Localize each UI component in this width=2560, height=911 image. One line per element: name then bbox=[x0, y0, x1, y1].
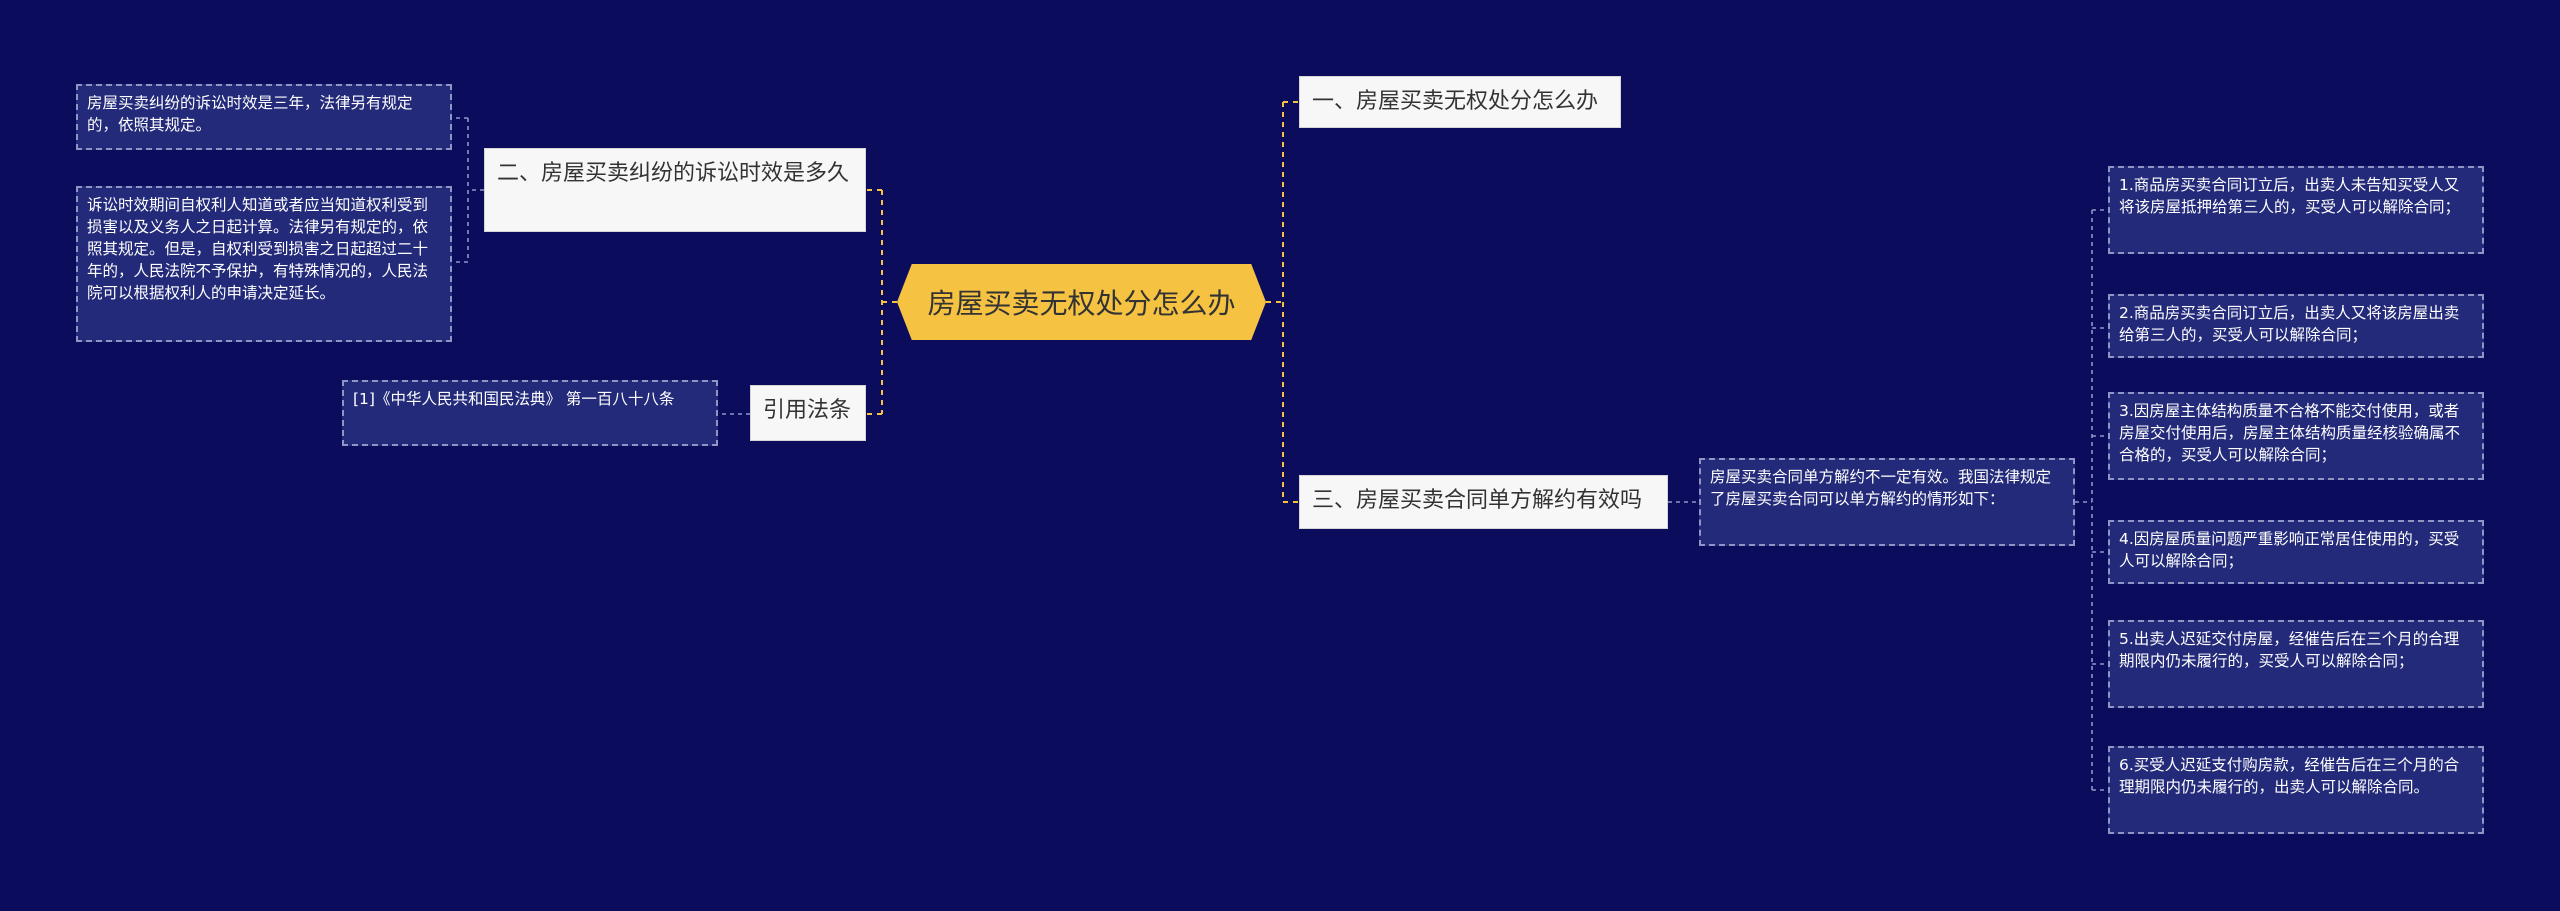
branch-one-label: 一、房屋买卖无权处分怎么办 bbox=[1312, 89, 1599, 114]
branch-three-label: 三、房屋买卖合同单方解约有效吗 bbox=[1312, 488, 1643, 513]
list-item-text: 6.买受人迟延支付购房款，经催告后在三个月的合理期限内仍未履行的，出卖人可以解除… bbox=[2119, 756, 2460, 796]
list-item[interactable]: 4.因房屋质量问题严重影响正常居住使用的，买受人可以解除合同； bbox=[2108, 520, 2484, 584]
branch-node-two[interactable]: 二、房屋买卖纠纷的诉讼时效是多久 bbox=[484, 148, 866, 232]
root-node[interactable]: 房屋买卖无权处分怎么办 bbox=[897, 264, 1266, 340]
summary-text: 房屋买卖合同单方解约不一定有效。我国法律规定了房屋买卖合同可以单方解约的情形如下… bbox=[1710, 468, 2052, 508]
list-item-text: 房屋买卖纠纷的诉讼时效是三年，法律另有规定的，依照其规定。 bbox=[87, 94, 413, 134]
list-item[interactable]: 5.出卖人迟延交付房屋，经催告后在三个月的合理期限内仍未履行的，买受人可以解除合… bbox=[2108, 620, 2484, 708]
branch-two-label: 二、房屋买卖纠纷的诉讼时效是多久 bbox=[497, 161, 850, 186]
citation-leaf[interactable]: [1]《中华人民共和国民法典》 第一百八十八条 bbox=[342, 380, 718, 446]
list-item-text: 4.因房屋质量问题严重影响正常居住使用的，买受人可以解除合同； bbox=[2119, 530, 2460, 570]
branch-node-citation[interactable]: 引用法条 bbox=[750, 385, 866, 441]
root-label: 房屋买卖无权处分怎么办 bbox=[927, 287, 1236, 320]
list-item-text: 诉讼时效期间自权利人知道或者应当知道权利受到损害以及义务人之日起计算。法律另有规… bbox=[87, 196, 429, 302]
branch-node-one[interactable]: 一、房屋买卖无权处分怎么办 bbox=[1299, 76, 1621, 128]
list-item[interactable]: 6.买受人迟延支付购房款，经催告后在三个月的合理期限内仍未履行的，出卖人可以解除… bbox=[2108, 746, 2484, 834]
branch-node-three[interactable]: 三、房屋买卖合同单方解约有效吗 bbox=[1299, 475, 1668, 529]
list-item[interactable]: 诉讼时效期间自权利人知道或者应当知道权利受到损害以及义务人之日起计算。法律另有规… bbox=[76, 186, 452, 342]
branch-three-summary[interactable]: 房屋买卖合同单方解约不一定有效。我国法律规定了房屋买卖合同可以单方解约的情形如下… bbox=[1699, 458, 2075, 546]
list-item[interactable]: 2.商品房买卖合同订立后，出卖人又将该房屋出卖给第三人的，买受人可以解除合同； bbox=[2108, 294, 2484, 358]
list-item[interactable]: 1.商品房买卖合同订立后，出卖人未告知买受人又将该房屋抵押给第三人的，买受人可以… bbox=[2108, 166, 2484, 254]
citation-text: [1]《中华人民共和国民法典》 第一百八十八条 bbox=[353, 390, 675, 408]
list-item-text: 2.商品房买卖合同订立后，出卖人又将该房屋出卖给第三人的，买受人可以解除合同； bbox=[2119, 304, 2460, 344]
citation-branch-label: 引用法条 bbox=[763, 398, 852, 423]
list-item-text: 3.因房屋主体结构质量不合格不能交付使用，或者房屋交付使用后，房屋主体结构质量经… bbox=[2119, 402, 2461, 464]
list-item[interactable]: 3.因房屋主体结构质量不合格不能交付使用，或者房屋交付使用后，房屋主体结构质量经… bbox=[2108, 392, 2484, 480]
list-item-text: 1.商品房买卖合同订立后，出卖人未告知买受人又将该房屋抵押给第三人的，买受人可以… bbox=[2119, 176, 2461, 216]
list-item[interactable]: 房屋买卖纠纷的诉讼时效是三年，法律另有规定的，依照其规定。 bbox=[76, 84, 452, 150]
list-item-text: 5.出卖人迟延交付房屋，经催告后在三个月的合理期限内仍未履行的，买受人可以解除合… bbox=[2119, 630, 2460, 670]
